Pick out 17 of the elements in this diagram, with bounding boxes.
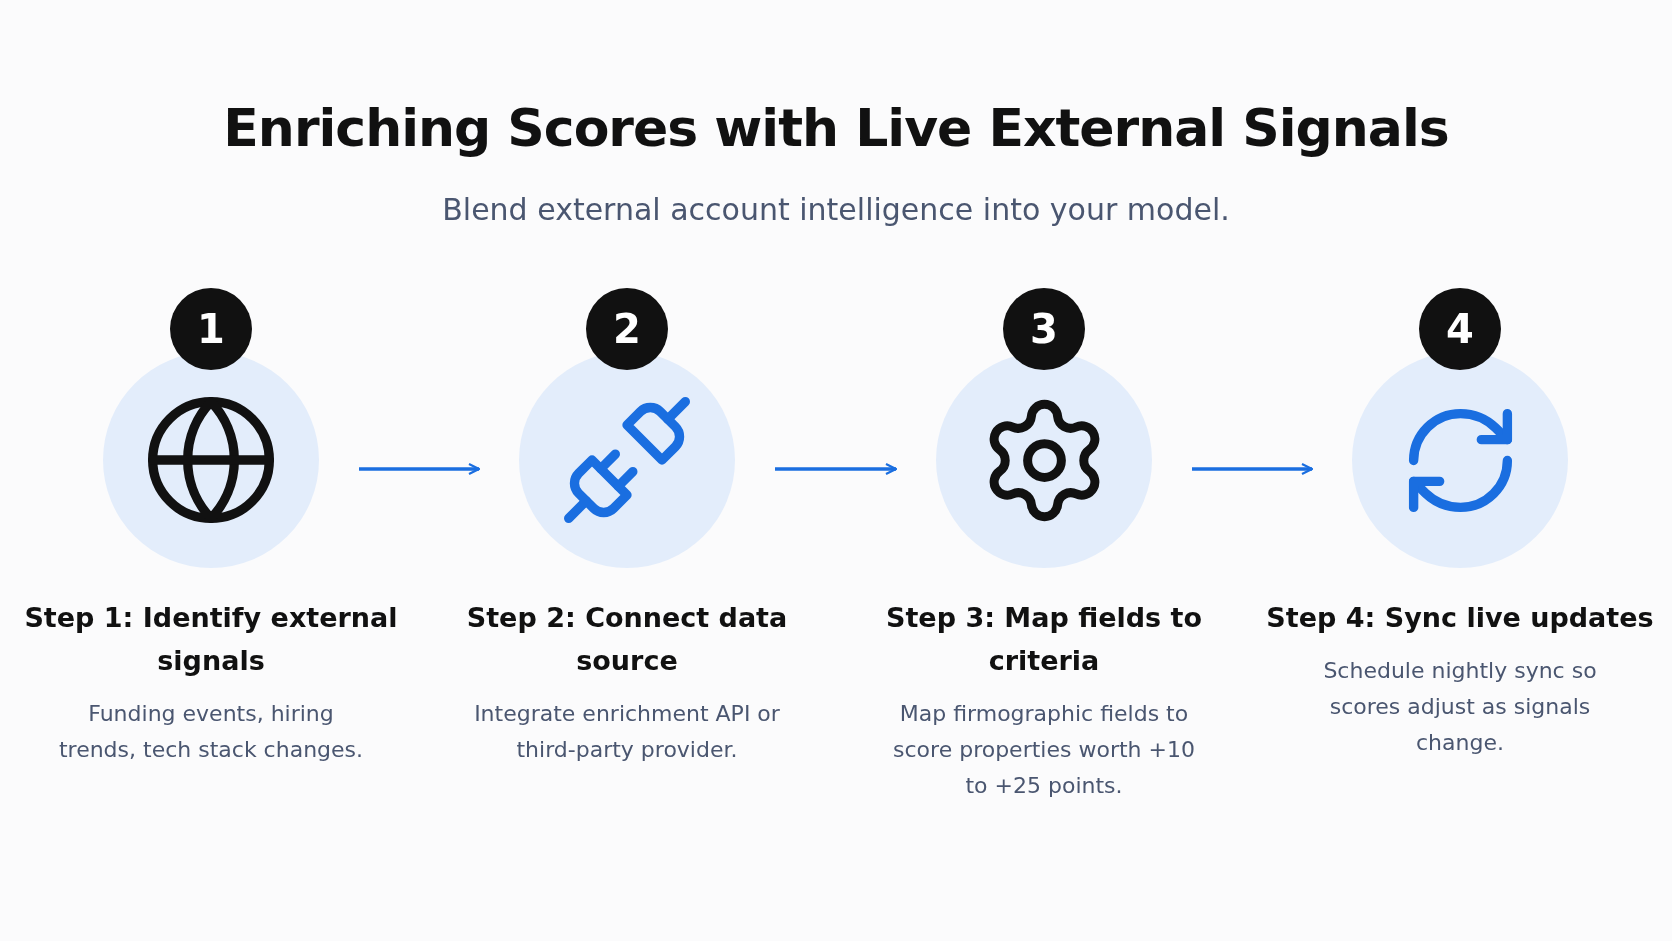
number-badge: 1 — [170, 288, 252, 370]
step-heading: Step 1: Identify external signals — [23, 601, 399, 678]
arrow — [1192, 462, 1314, 476]
step-description: Funding events, hiring trends, tech stack changes. — [57, 700, 365, 764]
step-description: Integrate enrichment API or third-party provider. — [473, 700, 781, 764]
number-badge: 2 — [586, 288, 668, 370]
step-description: Map firmographic fields to score properties worth +10 to +25 points. — [892, 700, 1196, 800]
step-heading: Step 2: Connect data source — [465, 601, 789, 678]
step-heading: Step 4: Sync live updates — [1265, 601, 1655, 635]
subtitle: Blend external account intelligence into your model. — [441, 192, 1231, 227]
number-badge: 3 — [1003, 288, 1085, 370]
step-description: Schedule nightly sync so scores adjust as signals change. — [1322, 657, 1598, 757]
arrow — [359, 462, 481, 476]
number-badge: 4 — [1419, 288, 1501, 370]
step-heading: Step 3: Map fields to criteria — [885, 601, 1203, 678]
title: Enriching Scores with Live External Signals — [222, 98, 1450, 158]
arrow — [775, 462, 898, 476]
